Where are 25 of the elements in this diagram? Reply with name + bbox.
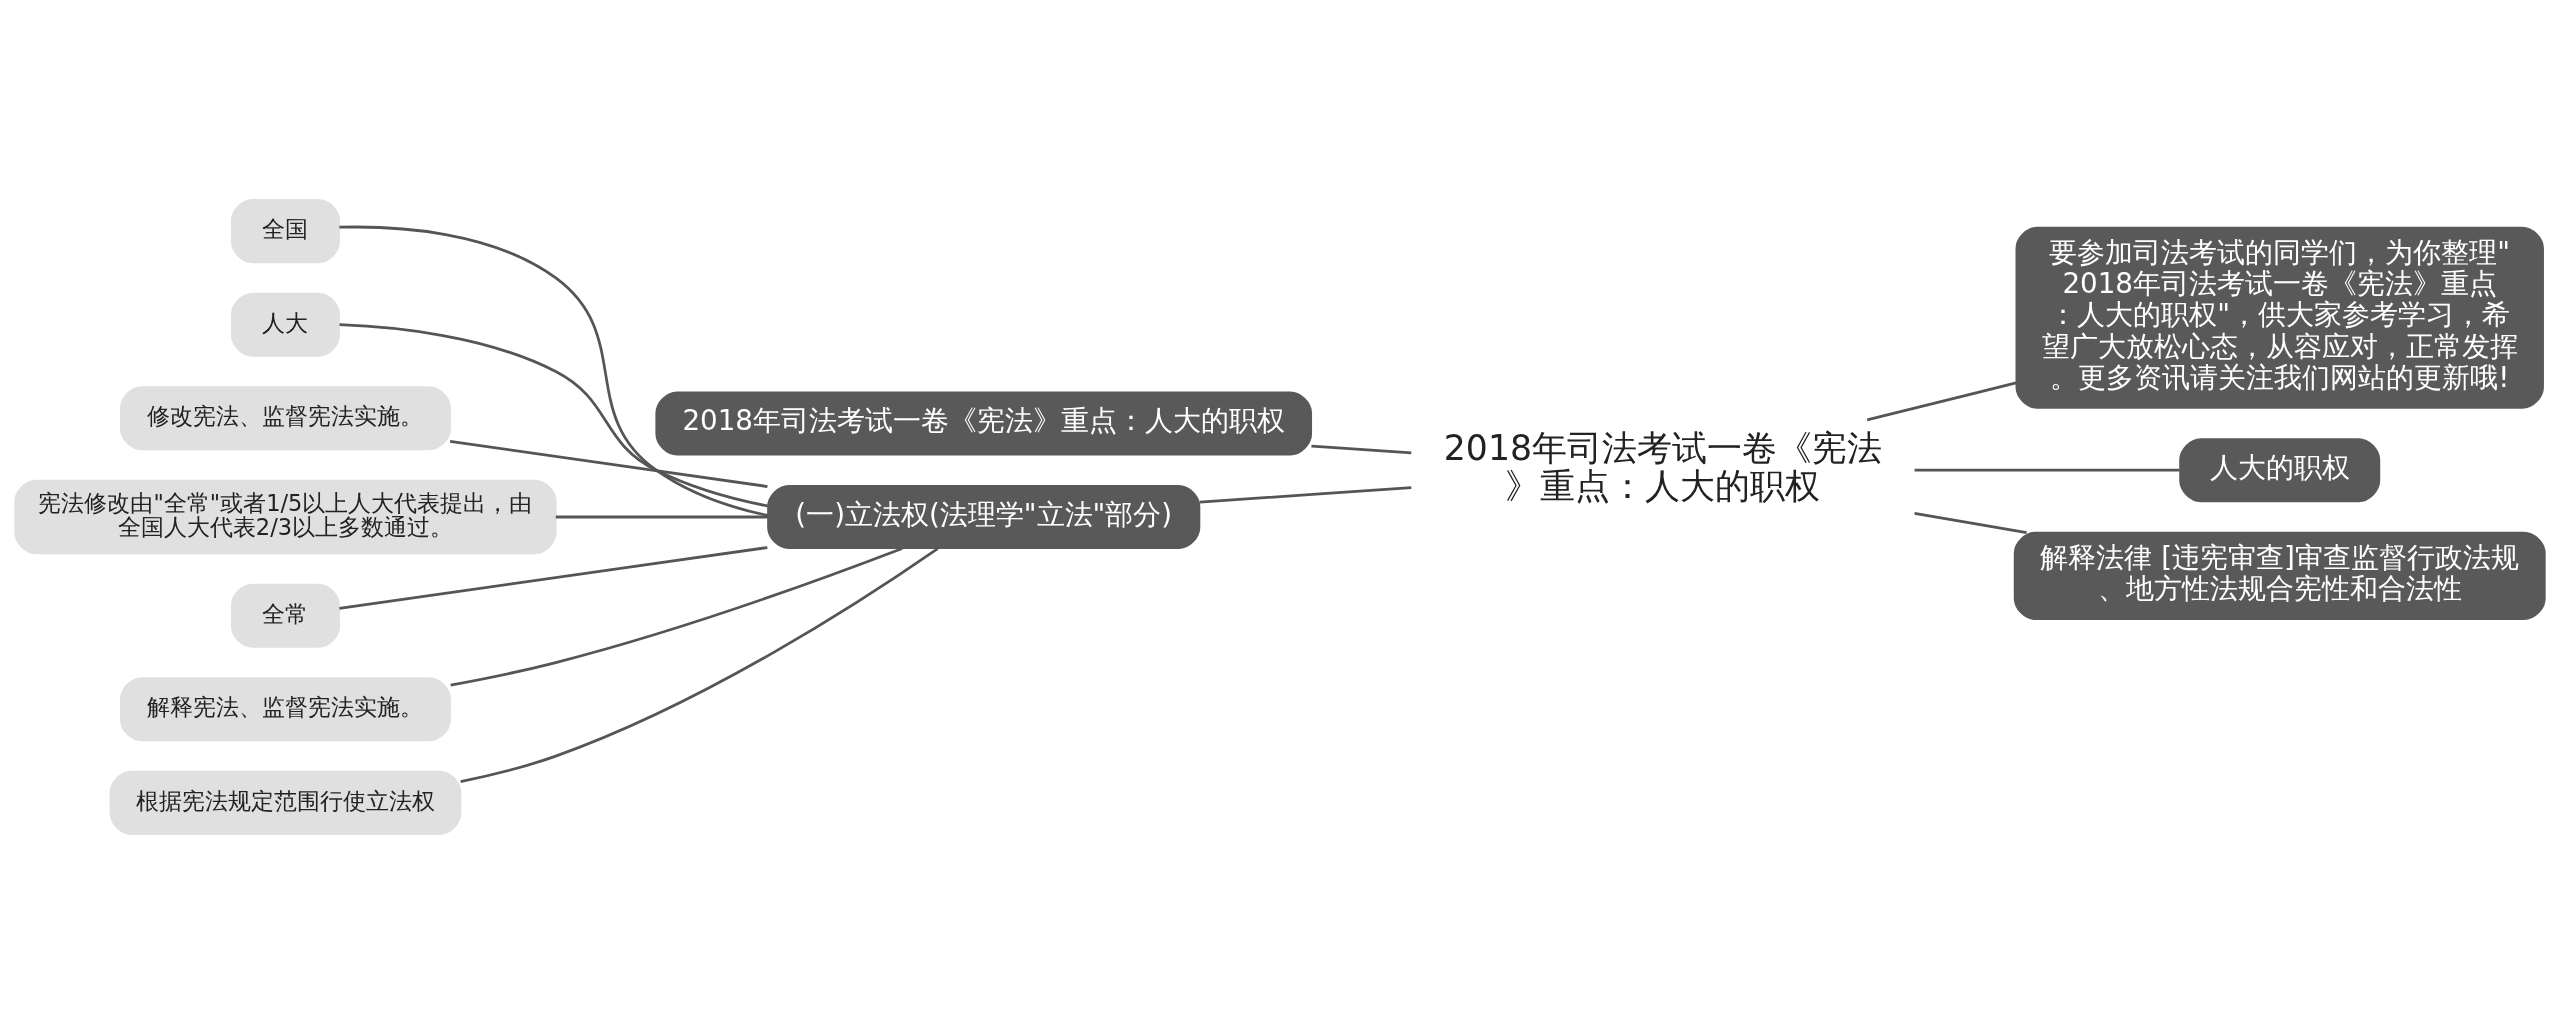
- connector: [1199, 485, 1412, 504]
- node-box: 根据宪法规定范围行使立法权: [109, 770, 462, 835]
- node-box: 人大的职权: [2179, 437, 2381, 502]
- node-box: 宪法修改由"全常"或者1/5以上人大代表提出，由全国人大代表2/3以上多数通过。: [14, 479, 557, 554]
- connector: [450, 546, 903, 686]
- node-box: 人大: [230, 292, 341, 357]
- connector: [1311, 444, 1412, 454]
- connector: [1914, 468, 2180, 472]
- node-box: 修改宪法、监督宪法实施。: [120, 385, 451, 450]
- connector: [555, 515, 768, 518]
- node-box: 全常: [230, 583, 341, 648]
- node-box: 全国: [230, 198, 341, 263]
- connector: [1866, 381, 2017, 421]
- node-box: 2018年司法考试一卷《宪法》重点：人大的职权: [655, 390, 1313, 455]
- node-box: 解释法律 [违宪审查]审查监督行政法规、地方性法规合宪性和合法性: [2013, 531, 2546, 620]
- connector: [460, 546, 939, 783]
- node-box: (一)立法权(法理学"立法"部分): [767, 484, 1201, 549]
- node-box: 要参加司法考试的同学们，为你整理"2018年司法考试一卷《宪法》重点：人大的职权"，供大家参考学习，希望广大放松心态，从容应对，正常发挥。更多资讯请关注我们网站的更新哦!: [2015, 226, 2544, 409]
- node-box: 解释宪法、监督宪法实施。: [120, 676, 451, 741]
- connector: [1914, 511, 2027, 534]
- connector: [339, 322, 768, 507]
- connector: [449, 439, 768, 488]
- node-text: 2018年司法考试一卷《宪法》重点：人大的职权: [1443, 427, 1882, 506]
- connector: [339, 545, 768, 610]
- connector: [339, 225, 768, 517]
